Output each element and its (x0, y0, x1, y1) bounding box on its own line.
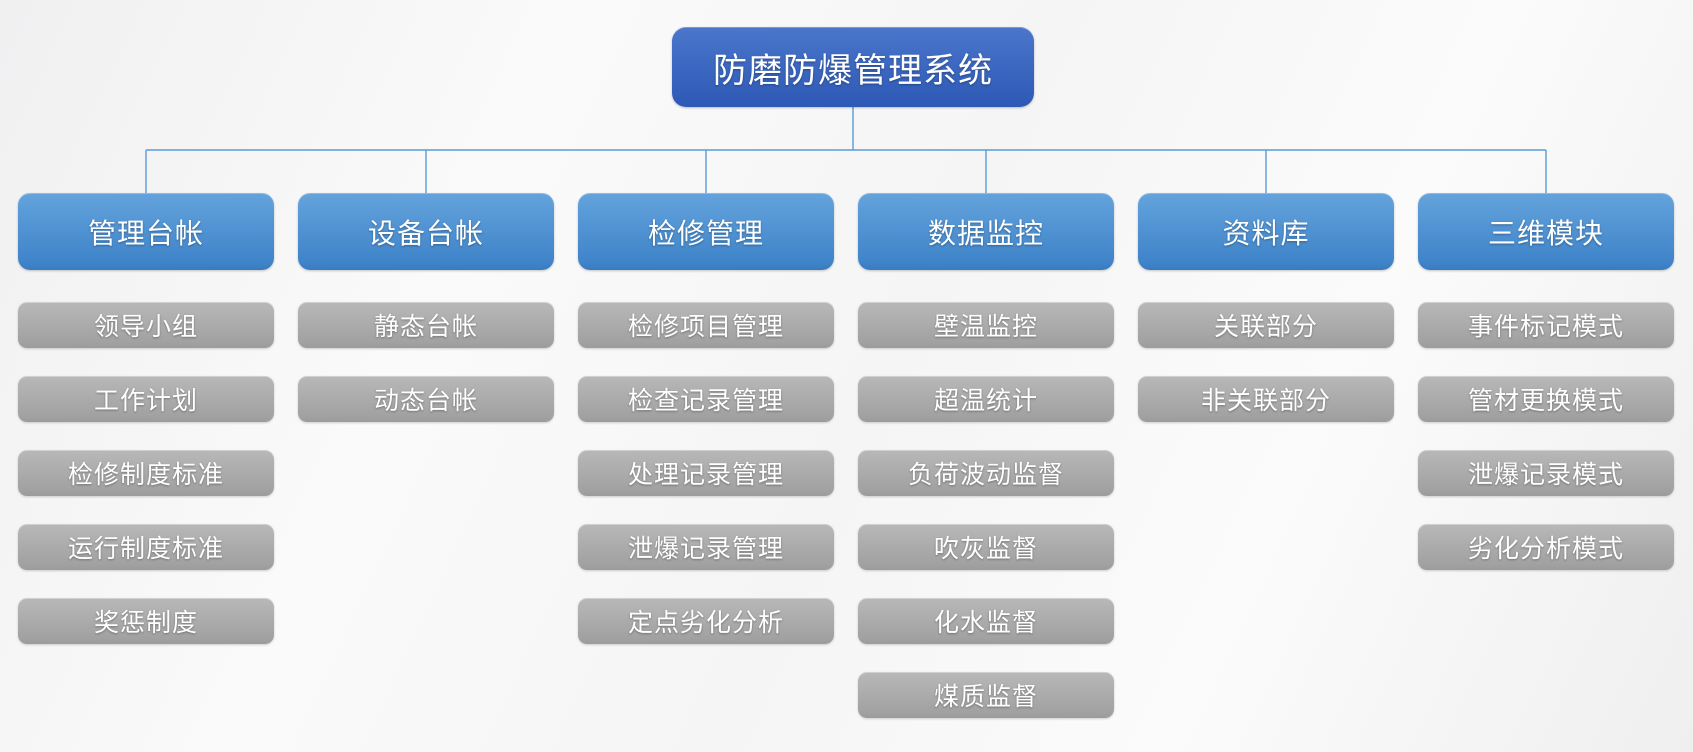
child-node: 奖惩制度 (18, 598, 274, 644)
child-node: 工作计划 (18, 376, 274, 422)
child-node: 事件标记模式 (1418, 302, 1674, 348)
child-node: 定点劣化分析 (578, 598, 834, 644)
child-node: 化水监督 (858, 598, 1114, 644)
branch-node: 资料库 (1138, 193, 1394, 270)
child-node: 壁温监控 (858, 302, 1114, 348)
root-node: 防磨防爆管理系统 (672, 27, 1034, 107)
child-node: 泄爆记录管理 (578, 524, 834, 570)
child-node: 超温统计 (858, 376, 1114, 422)
branch-node: 管理台帐 (18, 193, 274, 270)
child-node: 领导小组 (18, 302, 274, 348)
child-node: 煤质监督 (858, 672, 1114, 718)
branch-node: 数据监控 (858, 193, 1114, 270)
child-node: 动态台帐 (298, 376, 554, 422)
child-node: 管材更换模式 (1418, 376, 1674, 422)
child-node: 关联部分 (1138, 302, 1394, 348)
branch-node: 设备台帐 (298, 193, 554, 270)
child-node: 检修项目管理 (578, 302, 834, 348)
child-node: 检查记录管理 (578, 376, 834, 422)
child-node: 劣化分析模式 (1418, 524, 1674, 570)
child-node: 运行制度标准 (18, 524, 274, 570)
child-node: 吹灰监督 (858, 524, 1114, 570)
branch-node: 三维模块 (1418, 193, 1674, 270)
child-node: 检修制度标准 (18, 450, 274, 496)
child-node: 静态台帐 (298, 302, 554, 348)
branch-node: 检修管理 (578, 193, 834, 270)
child-node: 处理记录管理 (578, 450, 834, 496)
child-node: 非关联部分 (1138, 376, 1394, 422)
child-node: 泄爆记录模式 (1418, 450, 1674, 496)
child-node: 负荷波动监督 (858, 450, 1114, 496)
